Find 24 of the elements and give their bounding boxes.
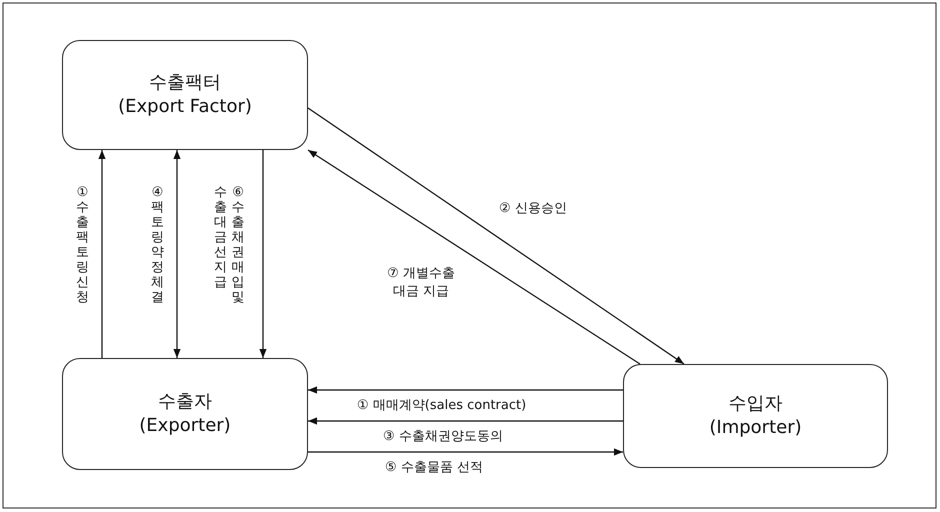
node-title: 수출자 <box>158 390 212 414</box>
arrow <box>308 417 623 425</box>
node-subtitle: (Export Factor) <box>118 95 252 119</box>
rounded-box <box>62 358 308 470</box>
rounded-box <box>623 364 888 468</box>
node-title: 수입자 <box>728 392 782 416</box>
arrow <box>308 448 623 456</box>
arrow <box>308 386 623 394</box>
arrow <box>308 150 640 364</box>
edge-label: ① 매매계약(sales contract) <box>357 396 526 414</box>
edge-label: ④ 팩토링 약정체결 <box>151 186 164 306</box>
edge-label: ② 신용승인 <box>499 199 567 217</box>
node-subtitle: (Exporter) <box>139 414 231 438</box>
arrow <box>173 150 181 358</box>
edge-label: ① 수출팩토링 신청 <box>76 186 89 306</box>
rounded-box <box>62 40 308 150</box>
edge-label: ⑥ 수출채권매입 및 수출대금 선지급 <box>214 186 245 306</box>
arrow <box>98 150 106 358</box>
edge-label: ③ 수출채권양도동의 <box>383 427 503 445</box>
arrow <box>259 150 267 358</box>
node-subtitle: (Importer) <box>709 416 802 440</box>
arrow <box>308 108 684 364</box>
edge-label: ⑤ 수출물품 선적 <box>385 458 483 476</box>
node-title: 수출팩터 <box>149 70 221 95</box>
